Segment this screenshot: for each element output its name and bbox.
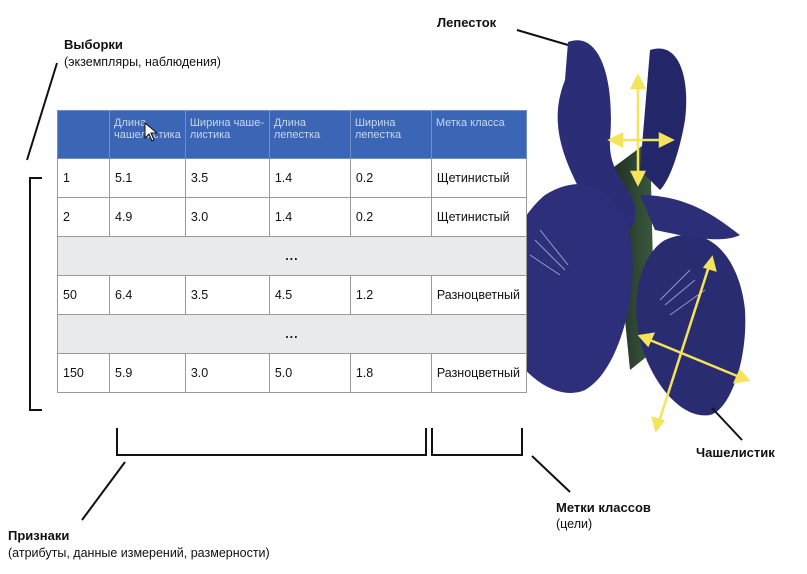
- cell: 5.0: [268, 353, 351, 393]
- sepal-pointer-line: [711, 407, 743, 441]
- cell: 150: [57, 353, 110, 393]
- cell: 5.9: [109, 353, 186, 393]
- cell: 4.9: [109, 197, 186, 237]
- cell: 4.5: [268, 275, 351, 315]
- cell: 0.2: [349, 197, 432, 237]
- table-header-row: Длина чашелистика Ширина чаше-листика Дл…: [57, 110, 527, 159]
- samples-bracket: [29, 177, 42, 411]
- cell: 3.5: [184, 275, 270, 315]
- table-row: 50 6.4 3.5 4.5 1.2 Разноцветный: [57, 275, 527, 315]
- cell: 3.0: [184, 197, 270, 237]
- cell: Разноцветный: [430, 353, 527, 393]
- features-title: Признаки: [8, 528, 70, 543]
- class-labels-pointer-line: [531, 455, 571, 493]
- cell: Щетинистый: [430, 197, 527, 237]
- iris-data-table: Длина чашелистика Ширина чаше-листика Дл…: [57, 110, 527, 393]
- petal-shape-right: [640, 48, 687, 190]
- features-bracket: [116, 428, 427, 456]
- cell: 1: [57, 158, 110, 198]
- table-row: 1 5.1 3.5 1.4 0.2 Щетинистый: [57, 158, 527, 198]
- samples-title: Выборки: [64, 37, 123, 52]
- class-labels-bracket: [431, 428, 523, 456]
- cell: 2: [57, 197, 110, 237]
- table-row: 150 5.9 3.0 5.0 1.8 Разноцветный: [57, 353, 527, 393]
- table-row: 2 4.9 3.0 1.4 0.2 Щетинистый: [57, 197, 527, 237]
- header-index: [57, 110, 110, 159]
- iris-flower-illustration: [499, 40, 751, 433]
- ellipsis-cell: ...: [57, 314, 527, 354]
- samples-subtitle: (экземпляры, наблюдения): [64, 55, 221, 69]
- header-sepal-length: Длина чашелистика: [109, 110, 186, 159]
- features-subtitle: (атрибуты, данные измерений, размерности…: [8, 546, 270, 560]
- header-sepal-width: Ширина чаше-листика: [184, 110, 270, 159]
- cell: 1.4: [268, 197, 351, 237]
- cell: 1.2: [349, 275, 432, 315]
- cell: Разноцветный: [430, 275, 527, 315]
- class-labels-title: Метки классов: [556, 500, 651, 515]
- cell: 0.2: [349, 158, 432, 198]
- cell: 5.1: [109, 158, 186, 198]
- cell: 3.0: [184, 353, 270, 393]
- features-pointer-line: [81, 461, 126, 521]
- cell: 6.4: [109, 275, 186, 315]
- cell: 50: [57, 275, 110, 315]
- ellipsis-cell: ...: [57, 236, 527, 276]
- ellipsis-row: ...: [57, 314, 527, 354]
- cell: 3.5: [184, 158, 270, 198]
- header-class-label: Метка класса: [430, 110, 527, 159]
- sepal-shape-left: [499, 184, 633, 393]
- petal-shape-side: [640, 195, 740, 240]
- class-labels-subtitle: (цели): [556, 517, 593, 531]
- header-petal-width: Ширина лепестка: [349, 110, 432, 159]
- ellipsis-row: ...: [57, 236, 527, 276]
- sepal-measure-arrows: [637, 255, 751, 433]
- samples-pointer-line: [26, 62, 58, 161]
- cell: 1.8: [349, 353, 432, 393]
- header-petal-length: Длина лепестка: [268, 110, 351, 159]
- petal-label: Лепесток: [437, 15, 497, 30]
- petal-pointer-line: [516, 29, 569, 46]
- petal-measure-arrows: [607, 73, 675, 187]
- sepal-label: Чашелистик: [696, 445, 775, 460]
- mouse-cursor-icon: [144, 122, 159, 142]
- cell: 1.4: [268, 158, 351, 198]
- cell: Щетинистый: [430, 158, 527, 198]
